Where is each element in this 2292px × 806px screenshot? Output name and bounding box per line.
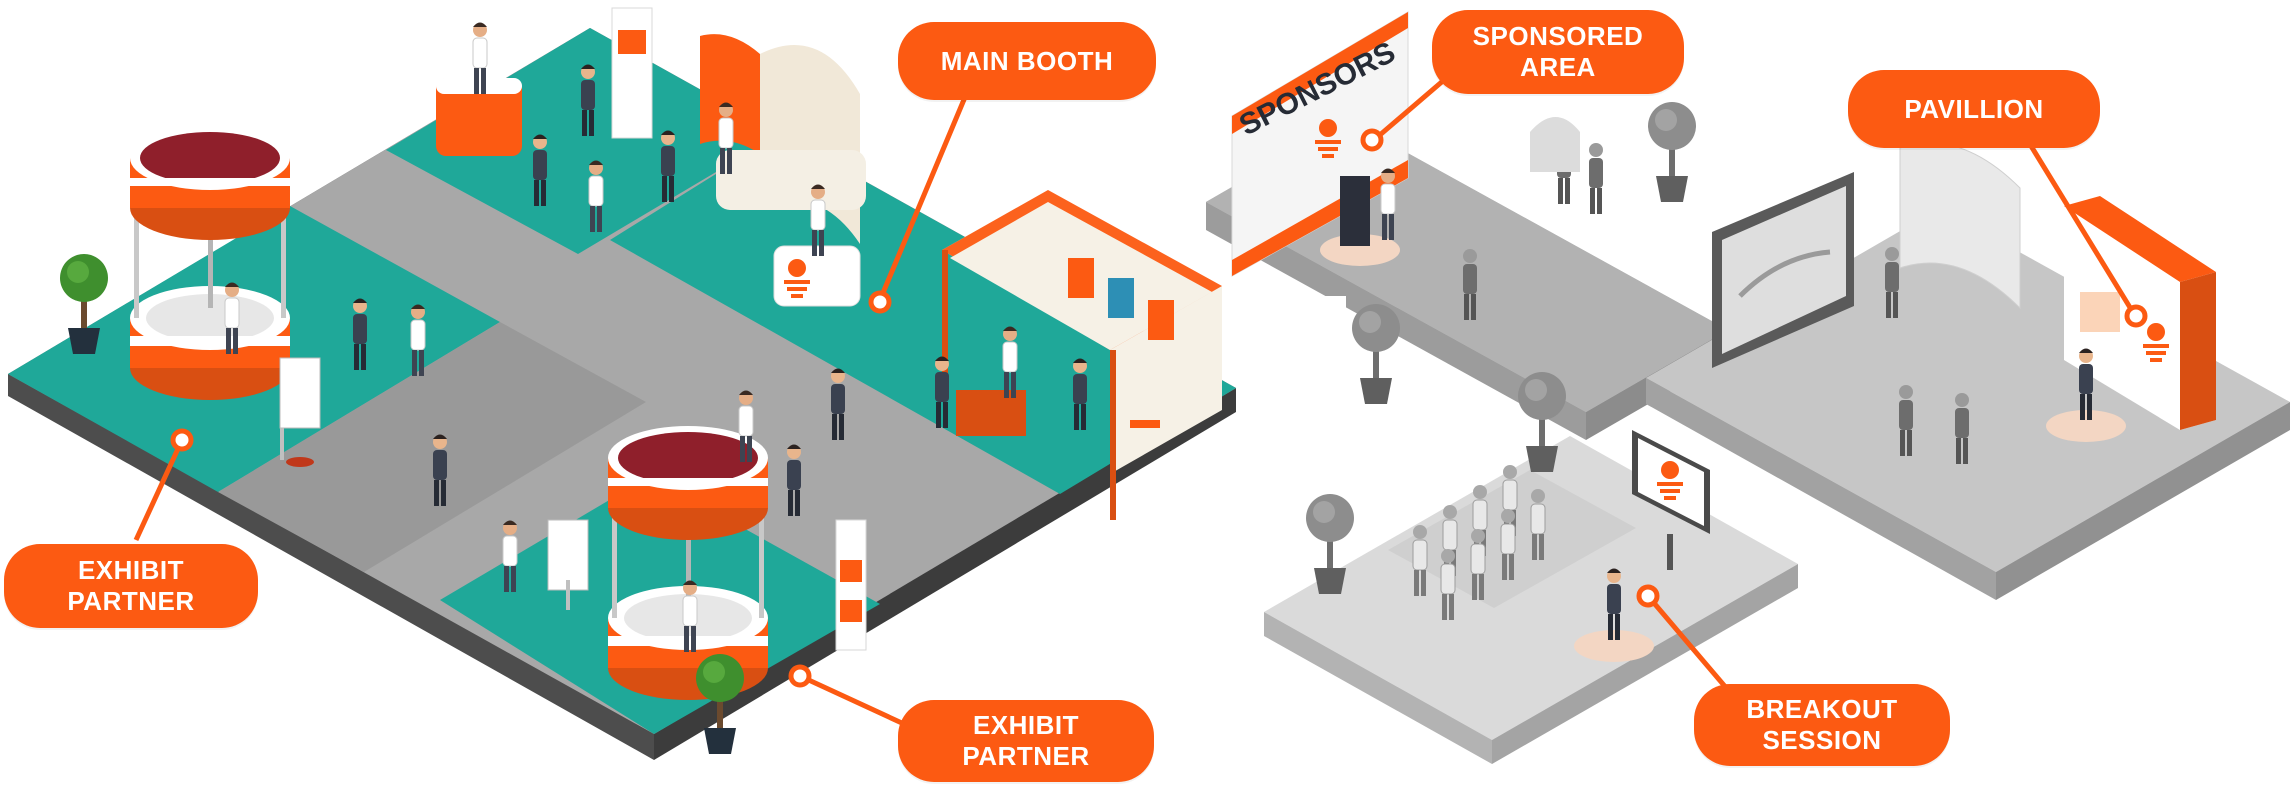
- pavillion-connector: [2017, 126, 2137, 316]
- exhibit-partner-bottom-marker: [788, 664, 812, 688]
- sponsored-area-label: SPONSORED AREA: [1432, 10, 1684, 94]
- breakout-session-label-line2: SESSION: [1762, 725, 1882, 755]
- sponsored-area-label-line1: SPONSORED: [1472, 21, 1644, 51]
- sponsored-area-connector: [1372, 78, 1446, 142]
- breakout-platform: [1264, 436, 1798, 764]
- exhibit-partner-left-label: EXHIBIT PARTNER: [4, 544, 258, 628]
- breakout-session-marker: [1636, 584, 1660, 608]
- main-booth-marker: [868, 290, 892, 314]
- breakout-session-label-line1: BREAKOUT: [1746, 694, 1898, 724]
- exhibit-partner-left-marker: [170, 428, 194, 452]
- exhibit-partner-kiosk-left: [60, 126, 426, 467]
- exhibit-partner-bottom-label: EXHIBIT PARTNER: [898, 700, 1154, 782]
- exhibit-partner-left-label-line2: PARTNER: [67, 586, 195, 616]
- main-booth-connector: [877, 89, 971, 301]
- main-booth-structure: [436, 7, 866, 307]
- sponsored-area-details: [1310, 102, 1696, 404]
- exhibit-partner-bottom-connector: [798, 673, 906, 727]
- main-booth-label-line1: MAIN BOOTH: [940, 45, 1114, 76]
- corner-booth: [935, 190, 1222, 520]
- main-booth-label: MAIN BOOTH: [898, 22, 1156, 100]
- pavillion-label: PAVILLION: [1848, 70, 2100, 148]
- exhibit-partner-left-connector: [133, 438, 185, 542]
- pavillion-label-line1: PAVILLION: [1904, 93, 2044, 124]
- exhibit-partner-bottom-label-line1: EXHIBIT: [972, 710, 1080, 740]
- sponsored-area-label-line2: AREA: [1520, 52, 1596, 82]
- callout-markers: [170, 128, 2148, 688]
- exhibit-partner-left-label-line1: EXHIBIT: [77, 555, 185, 585]
- exhibit-partner-kiosk-bottom: [433, 368, 867, 754]
- pavillion-marker: [2124, 304, 2148, 328]
- breakout-details: [1306, 372, 1710, 662]
- breakout-session-label: BREAKOUT SESSION: [1694, 684, 1950, 766]
- exhibit-partner-bottom-label-line2: PARTNER: [962, 741, 1090, 771]
- callout-connectors: [133, 78, 2137, 727]
- sponsored-area-marker: [1360, 128, 1384, 152]
- breakout-session-connector: [1646, 594, 1730, 692]
- main-booth-zone: [386, 28, 780, 254]
